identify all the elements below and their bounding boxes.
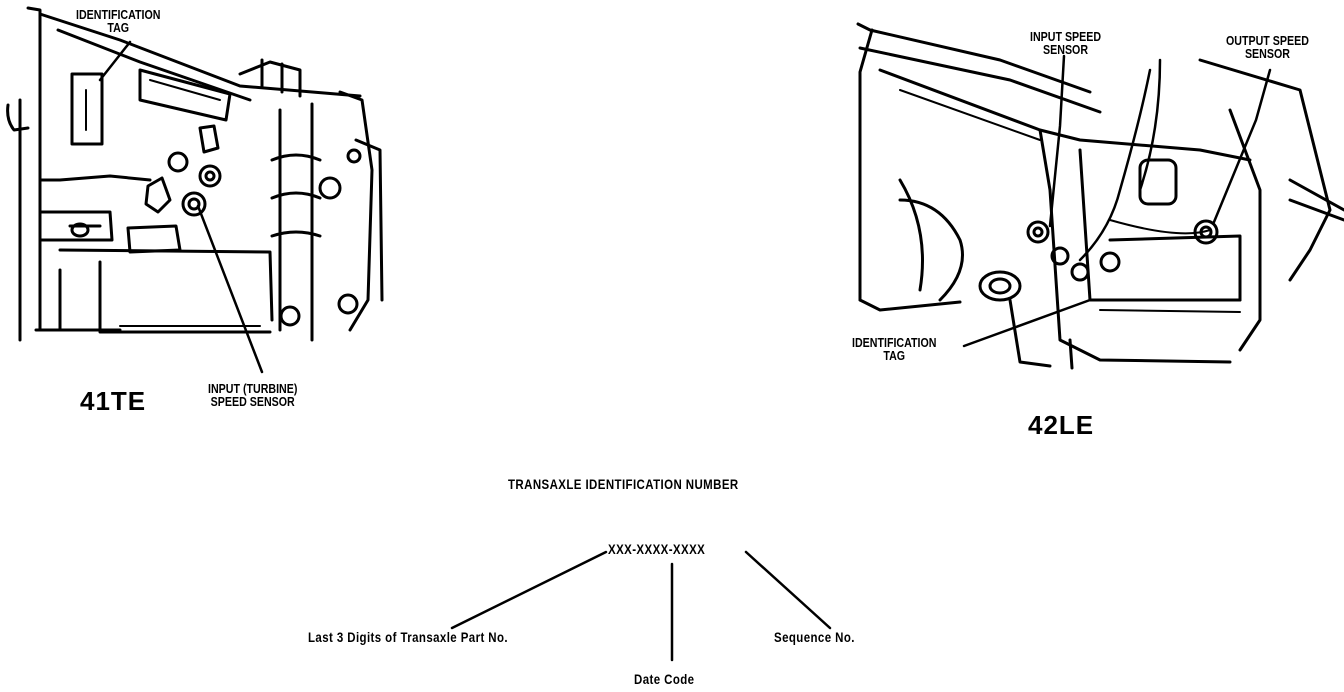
input-speed-sensor-label-42le: INPUT SPEED SENSOR — [1030, 30, 1101, 56]
part-number-digits-label: Last 3 Digits of Transaxle Part No. — [308, 629, 509, 645]
model-label-41te: 41TE — [80, 386, 147, 416]
input-turbine-label-line-1: INPUT (TURBINE) — [208, 381, 298, 396]
identification-tag-label-line-1: IDENTIFICATION — [76, 7, 161, 22]
output-speed-label-line-1: OUTPUT SPEED — [1226, 33, 1309, 48]
input-speed-label-line-2: SENSOR — [1043, 42, 1089, 57]
identification-tag-label-line-2: TAG — [107, 20, 130, 35]
input-speed-label-line-1: INPUT SPEED — [1030, 29, 1102, 44]
output-speed-label-line-2: SENSOR — [1244, 46, 1290, 61]
identification-tag-label-42le: IDENTIFICATION TAG — [852, 336, 936, 362]
identification-tag-42le-line-2: TAG — [883, 348, 906, 363]
id-number-leaders — [450, 550, 832, 662]
model-label-42le: 42LE — [1028, 410, 1095, 440]
id-number-heading: TRANSAXLE IDENTIFICATION NUMBER — [508, 476, 739, 492]
input-turbine-label-line-2: SPEED SENSOR — [210, 394, 295, 409]
transaxle-42le-illustration — [856, 22, 1344, 370]
date-code-label: Date Code — [634, 671, 695, 687]
id-number-pattern: XXX-XXXX-XXXX — [608, 541, 706, 557]
identification-tag-label-41te: IDENTIFICATION TAG — [76, 8, 160, 34]
identification-tag-42le-line-1: IDENTIFICATION — [852, 335, 937, 350]
output-speed-sensor-label: OUTPUT SPEED SENSOR — [1226, 34, 1309, 60]
transaxle-41te-illustration — [6, 6, 384, 374]
input-turbine-speed-sensor-label: INPUT (TURBINE) SPEED SENSOR — [208, 382, 297, 408]
sequence-number-label: Sequence No. — [774, 629, 855, 645]
